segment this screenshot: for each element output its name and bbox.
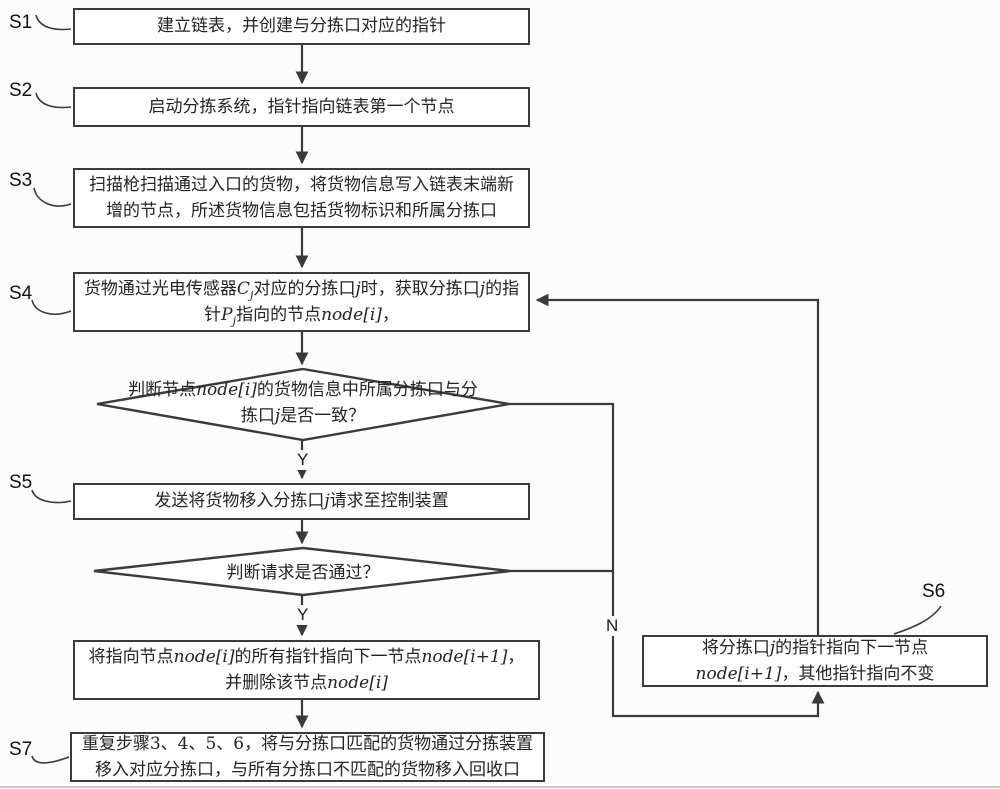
- step-box-6-left: 将指向节点node[i]的所有指针指向下一节点node[i+1]，并删除该节点n…: [73, 640, 540, 700]
- step-box-s7: 重复步骤3、4、5、6，将与分拣口匹配的货物通过分拣装置移入对应分拣口，与所有分…: [70, 732, 545, 782]
- step-box-s1: 建立链表，并创建与分拣口对应的指针: [73, 8, 530, 45]
- step-label-s3: S3: [9, 170, 33, 191]
- branch-label-no: N: [604, 616, 621, 636]
- no-branch-line-to-s6: [509, 402, 825, 718]
- step-label-s5: S5: [9, 472, 33, 493]
- step-box-s3-text: 扫描枪扫描通过入口的货物，将货物信息写入链表末端新增的节点，所述货物信息包括货物…: [89, 174, 514, 221]
- step-label-s7: S7: [9, 739, 33, 760]
- decision-diamond-2: [93, 546, 511, 597]
- leader-curve-s6: [893, 605, 942, 635]
- step-label-s1: S1: [9, 12, 33, 33]
- branch-label-yes-2: Y: [295, 605, 311, 625]
- leader-curve-s1: [35, 14, 72, 31]
- step-box-s2-text: 启动分拣系统，指针指向链表第一个节点: [148, 96, 455, 117]
- bottom-rule: [0, 786, 1000, 788]
- decision-1-text: 判断节点node[i]的货物信息中所属分拣口与分拣口j是否一致？: [128, 380, 478, 427]
- step-label-s2: S2: [9, 80, 33, 101]
- leader-curve-s3: [33, 187, 72, 207]
- leader-curve-s5: [31, 489, 72, 504]
- step-box-s1-text: 建立链表，并创建与分拣口对应的指针: [157, 16, 446, 37]
- step-label-s6: S6: [922, 581, 946, 602]
- step-box-s5-text: 发送将货物移入分拣口j请求至控制装置: [154, 491, 449, 512]
- step-box-s4: 货物通过光电传感器Cj对应的分拣口j时，获取分拣口j的指针Pj指向的节点node…: [73, 272, 530, 332]
- leader-curve-s7: [31, 755, 70, 764]
- return-line-s6-s4: [535, 293, 820, 635]
- step-box-s2: 启动分拣系统，指针指向链表第一个节点: [73, 87, 530, 127]
- step-box-6-left-text: 将指向节点node[i]的所有指针指向下一节点node[i+1]，并删除该节点n…: [88, 646, 525, 693]
- step-box-s6: 将分拣口j的指针指向下一节点node[i+1]，其他指针指向不变: [642, 635, 988, 687]
- leader-curve-s4: [31, 299, 72, 315]
- leader-curve-s2: [35, 92, 72, 109]
- step-label-s4: S4: [9, 283, 33, 304]
- step-box-s7-text: 重复步骤3、4、5、6，将与分拣口匹配的货物通过分拣装置移入对应分拣口，与所有分…: [81, 733, 534, 780]
- step-box-s3: 扫描枪扫描通过入口的货物，将货物信息写入链表末端新增的节点，所述货物信息包括货物…: [73, 168, 530, 228]
- step-box-s4-text: 货物通过光电传感器Cj对应的分拣口j时，获取分拣口j的指针Pj指向的节点node…: [83, 278, 520, 328]
- decision-diamond-1: [96, 367, 510, 442]
- step-box-s6-text: 将分拣口j的指针指向下一节点node[i+1]，其他指针指向不变: [695, 637, 935, 684]
- branch-label-yes-1: Y: [295, 450, 311, 470]
- step-box-s5: 发送将货物移入分拣口j请求至控制装置: [73, 483, 530, 520]
- decision-2-text: 判断请求是否通过？: [226, 563, 380, 583]
